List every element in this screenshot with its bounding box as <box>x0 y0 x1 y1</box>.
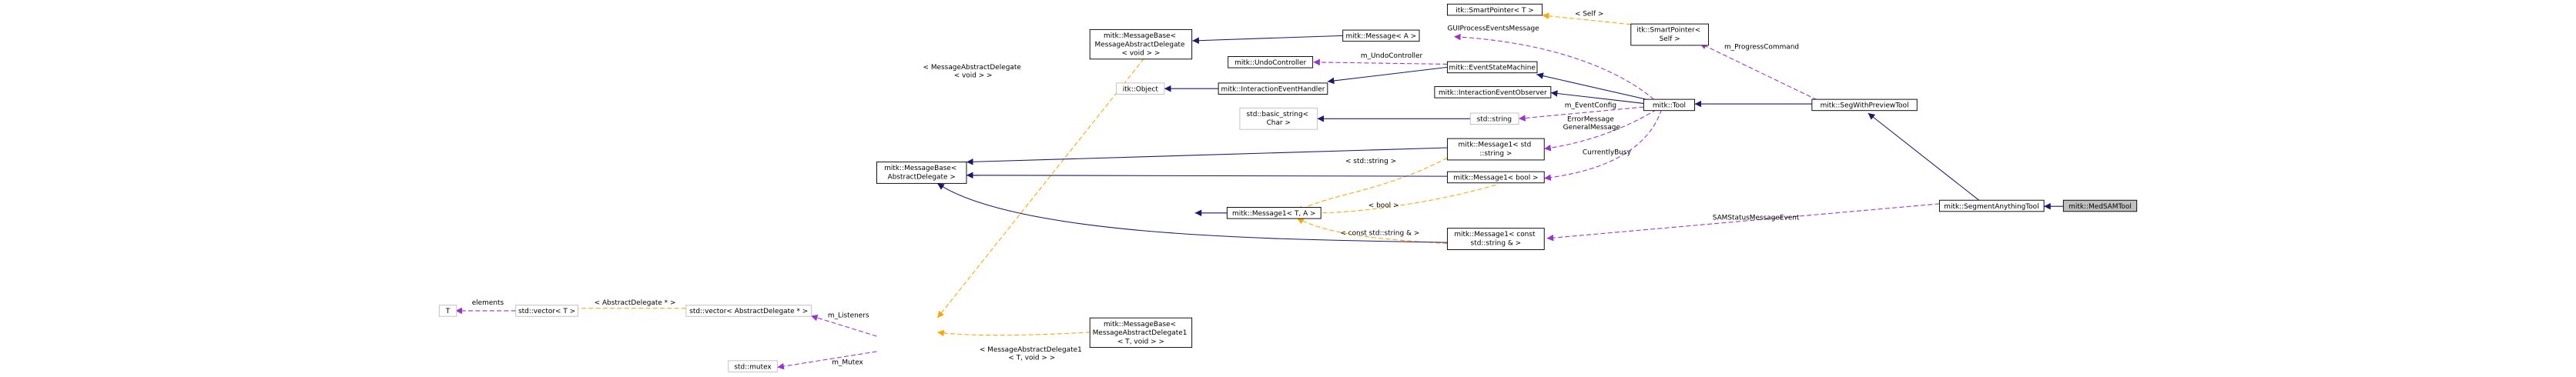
edge-inherit-message-base-3 <box>936 182 1448 243</box>
svg-text:mitk::EventStateMachine: mitk::EventStateMachine <box>1449 65 1536 72</box>
svg-text:std::vector< T >: std::vector< T > <box>518 308 575 315</box>
svg-text:std::vector< AbstractDelegate: std::vector< AbstractDelegate * > <box>689 308 808 315</box>
svg-text:std::basic_string< Cha: std::basic_string< Char > <box>1247 111 1311 127</box>
edge-label-error-general: ErrorMessage GeneralMessage <box>1563 116 1621 132</box>
edge-label-mad1: < MessageAbstractDelegate1 < T, void > > <box>980 346 1084 362</box>
node-tool[interactable]: mitk::Tool <box>1643 98 1696 112</box>
edge-progress-command <box>1699 42 1817 101</box>
edge-labels: elements < AbstractDelegate * > m_Listen… <box>472 11 1800 367</box>
node-std-vector-t[interactable]: std::vector< T > <box>515 305 578 317</box>
svg-text:mitk::Message1< T, A >: mitk::Message1< T, A > <box>1232 210 1315 218</box>
edge-template-self <box>1542 12 1631 25</box>
edge-inherit-message-a <box>1192 35 1343 44</box>
node-message1-bool[interactable]: mitk::Message1< bool > <box>1446 171 1545 184</box>
svg-text:mitk::Message1< std ::: mitk::Message1< std ::string > <box>1459 142 1534 158</box>
edge-label-m-mutex: m_Mutex <box>832 359 863 366</box>
edge-label-self-arg: < Self > <box>1575 11 1603 18</box>
edge-label-mad: < MessageAbstractDelegate < void > > <box>923 64 1023 80</box>
edge-label-m-listeners: m_Listeners <box>828 312 869 320</box>
svg-text:mitk::InteractionEventObserver: mitk::InteractionEventObserver <box>1439 89 1547 97</box>
svg-text:T: T <box>445 308 451 315</box>
svg-text:itk::SmartPointer< Sel: itk::SmartPointer< Self > <box>1636 27 1703 43</box>
node-itk-smart-pointer-t[interactable]: itk::SmartPointer< T > <box>1446 3 1543 16</box>
edge-inherit-message-base <box>966 147 1448 165</box>
node-message-a[interactable]: mitk::Message< A > <box>1342 29 1420 42</box>
edge-currently-busy <box>1544 109 1663 182</box>
edge-template-mad <box>936 58 1144 319</box>
svg-text:mitk::Message1< const: mitk::Message1< const std::string & > <box>1454 231 1537 247</box>
node-itk-smart-pointer-self[interactable]: itk::SmartPointer< Self > <box>1630 23 1709 46</box>
node-message-base-mad1[interactable]: mitk::MessageBase< MessageAbstractDelega… <box>1089 317 1193 349</box>
edge-inherit-event-handler <box>1327 66 1448 85</box>
svg-text:mitk::MessageBase< Abs: mitk::MessageBase< AbstractDelegate > <box>884 165 959 181</box>
svg-text:mitk::SegmentAnythingTool: mitk::SegmentAnythingTool <box>1944 203 2038 211</box>
edge-label-sam-status: SAMStatusMessageEvent <box>1713 214 1800 222</box>
node-interaction-event-observer[interactable]: mitk::InteractionEventObserver <box>1434 86 1552 98</box>
edge-m-mutex <box>777 351 877 370</box>
edge-label-const-str-arg: < const std::string & > <box>1340 229 1419 237</box>
edge-label-abstract-delegate-ptr: < AbstractDelegate * > <box>595 299 676 307</box>
node-std-basic-string[interactable]: std::basic_string< Char > <box>1239 107 1318 130</box>
svg-text:std::mutex: std::mutex <box>734 363 771 371</box>
edge-inherit-seg-with-preview <box>1868 112 1981 202</box>
node-message1-std-string[interactable]: mitk::Message1< std ::string > <box>1446 138 1545 161</box>
svg-text:mitk::MedSAMTool: mitk::MedSAMTool <box>2069 203 2132 211</box>
edge-undo-controller <box>1313 58 1448 66</box>
svg-text:mitk::Message< A >: mitk::Message< A > <box>1346 33 1417 41</box>
node-t[interactable]: T <box>438 305 457 317</box>
node-event-state-machine[interactable]: mitk::EventStateMachine <box>1446 61 1538 74</box>
node-std-vector-abstract-delegate[interactable]: std::vector< AbstractDelegate * > <box>685 305 812 317</box>
svg-text:std::string: std::string <box>1477 116 1512 124</box>
node-itk-object[interactable]: itk::Object <box>1116 82 1165 95</box>
node-seg-with-preview-tool[interactable]: mitk::SegWithPreviewTool <box>1811 98 1918 112</box>
svg-text:mitk::InteractionEventHandler: mitk::InteractionEventHandler <box>1221 86 1325 94</box>
edge-gui-process <box>1454 33 1654 100</box>
edge-inherit-message-base-2 <box>966 172 1448 179</box>
edge-label-progress-command: m_ProgressCommand <box>1724 44 1799 52</box>
node-message-base-abstract-delegate[interactable]: mitk::MessageBase< AbstractDelegate > <box>876 162 967 184</box>
svg-text:mitk::UndoController: mitk::UndoController <box>1234 59 1306 67</box>
node-message1-const-string[interactable]: mitk::Message1< const std::string & > <box>1446 228 1545 250</box>
edge-template-bool <box>1305 184 1496 217</box>
edge-label-std-string-arg: < std::string > <box>1345 158 1396 165</box>
svg-text:itk::SmartPointer< T >: itk::SmartPointer< T > <box>1455 7 1534 15</box>
edge-m-listeners <box>810 314 877 337</box>
edge-template-std-string <box>1296 157 1448 212</box>
node-std-string[interactable]: std::string <box>1469 112 1519 125</box>
edge-label-bool-arg: < bool > <box>1368 202 1399 210</box>
svg-text:mitk::Message1< bool >: mitk::Message1< bool > <box>1453 175 1538 182</box>
edge-label-event-config: m_EventConfig <box>1565 102 1616 110</box>
svg-text:mitk::MessageBase< Mes: mitk::MessageBase< MessageAbstractDelega… <box>1095 32 1188 58</box>
node-undo-controller[interactable]: mitk::UndoController <box>1228 56 1314 68</box>
svg-text:itk::Object: itk::Object <box>1123 86 1159 94</box>
edge-label-gui-process: GUIProcessEventsMessage <box>1447 25 1539 33</box>
node-medsam-tool[interactable]: mitk::MedSAMTool <box>2062 199 2138 212</box>
edge-template-mad1 <box>937 329 1090 337</box>
edge-sam-status <box>1546 203 1940 242</box>
node-message-base-mad[interactable]: mitk::MessageBase< MessageAbstractDelega… <box>1089 28 1193 60</box>
edge-label-currently-busy: CurrentlyBusy <box>1583 149 1632 157</box>
svg-text:mitk::SegWithPreviewTool: mitk::SegWithPreviewTool <box>1821 102 1909 110</box>
edge-inherit-event-state-machine <box>1536 72 1646 100</box>
edge-inherit-event-observer <box>1550 90 1644 104</box>
node-interaction-event-handler[interactable]: mitk::InteractionEventHandler <box>1218 82 1328 95</box>
svg-text:mitk::MessageBase< Mes: mitk::MessageBase< MessageAbstractDelega… <box>1093 321 1190 346</box>
edge-error-general <box>1544 108 1657 152</box>
node-message1-t-a[interactable]: mitk::Message1< T, A > <box>1226 207 1321 219</box>
edges <box>455 12 2064 370</box>
node-std-mutex[interactable]: std::mutex <box>728 360 778 372</box>
edge-label-undo-controller: m_UndoController <box>1361 52 1423 60</box>
nodes: T std::vector< T > std::vector< Abstract… <box>438 3 2138 372</box>
node-segment-anything-tool[interactable]: mitk::SegmentAnythingTool <box>1938 199 2045 212</box>
edge-label-elements: elements <box>472 299 504 307</box>
svg-text:mitk::Tool: mitk::Tool <box>1653 102 1686 110</box>
